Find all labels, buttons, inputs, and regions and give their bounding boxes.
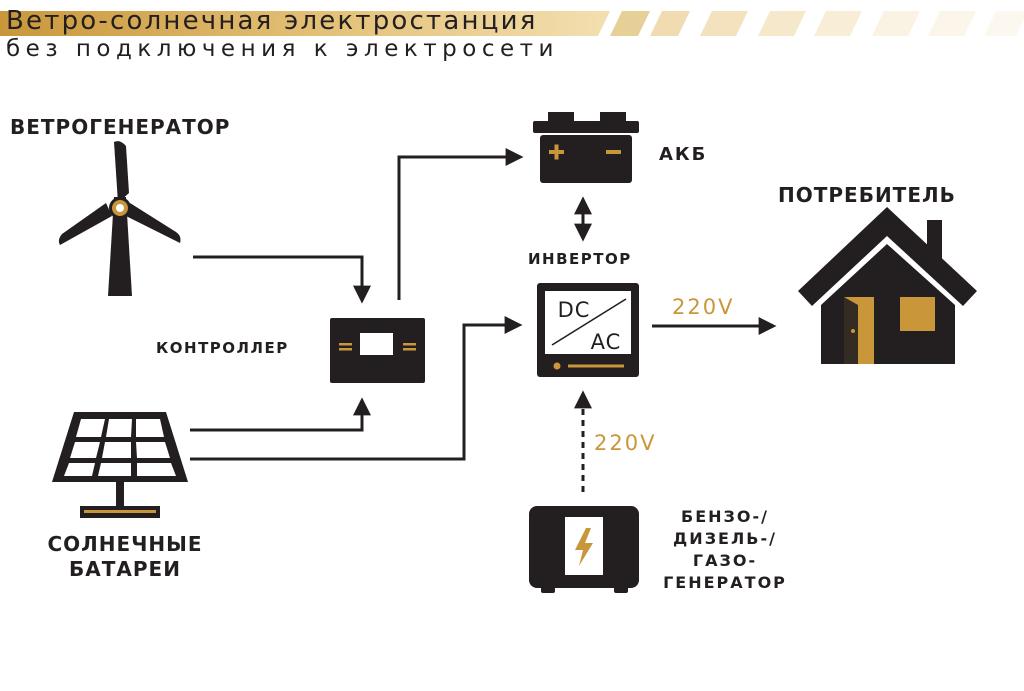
inverter-ac-label: AC: [591, 330, 622, 354]
battery-icon: [533, 112, 639, 183]
title-line-2: без подключения к электросети: [6, 36, 559, 62]
arrow-solar-to-controller: [190, 397, 371, 432]
header-band: [0, 11, 1024, 36]
arrow-solar-to-inverter: [190, 316, 523, 461]
solar-label-line-2: БАТАРЕИ: [69, 557, 181, 581]
battery-label: АКБ: [659, 144, 708, 165]
arrow-wind-to-controller: [193, 255, 371, 304]
inverter-label: ИНВЕРТОР: [528, 250, 632, 268]
generator-label-line-3: ГАЗО-: [692, 551, 758, 570]
consumer-label: ПОТРЕБИТЕЛЬ: [778, 183, 956, 207]
generator-label-line-2: ДИЗЕЛЬ-/: [673, 529, 777, 548]
house-icon: [798, 207, 977, 364]
controller-label: КОНТРОЛЛЕР: [156, 339, 289, 357]
inverter-dc-label: DC: [558, 298, 591, 322]
generator-label-line-1: БЕНЗО-/: [681, 507, 769, 526]
page-title: Ветро-солнечная электростанция без подкл…: [0, 6, 559, 62]
wind-generator-label: ВЕТРОГЕНЕРАТОР: [10, 115, 231, 139]
voltage-out-label: 220V: [672, 295, 735, 319]
solar-label: СОЛНЕЧНЫЕ БАТАРЕИ: [30, 532, 220, 582]
wind-turbine-icon: [58, 141, 181, 296]
title-line-1: Ветро-солнечная электростанция: [6, 6, 538, 36]
arrow-controller-to-battery: [397, 148, 524, 300]
generator-label-line-4: ГЕНЕРАТОР: [663, 573, 787, 592]
inverter-icon: [537, 283, 639, 377]
solar-panel-icon: [52, 412, 188, 518]
generator-icon: [529, 506, 639, 593]
voltage-in-label: 220V: [594, 431, 657, 455]
controller-icon: [330, 318, 425, 383]
generator-label: БЕНЗО-/ ДИЗЕЛЬ-/ ГАЗО- ГЕНЕРАТОР: [650, 506, 800, 594]
solar-label-line-1: СОЛНЕЧНЫЕ: [47, 532, 203, 556]
